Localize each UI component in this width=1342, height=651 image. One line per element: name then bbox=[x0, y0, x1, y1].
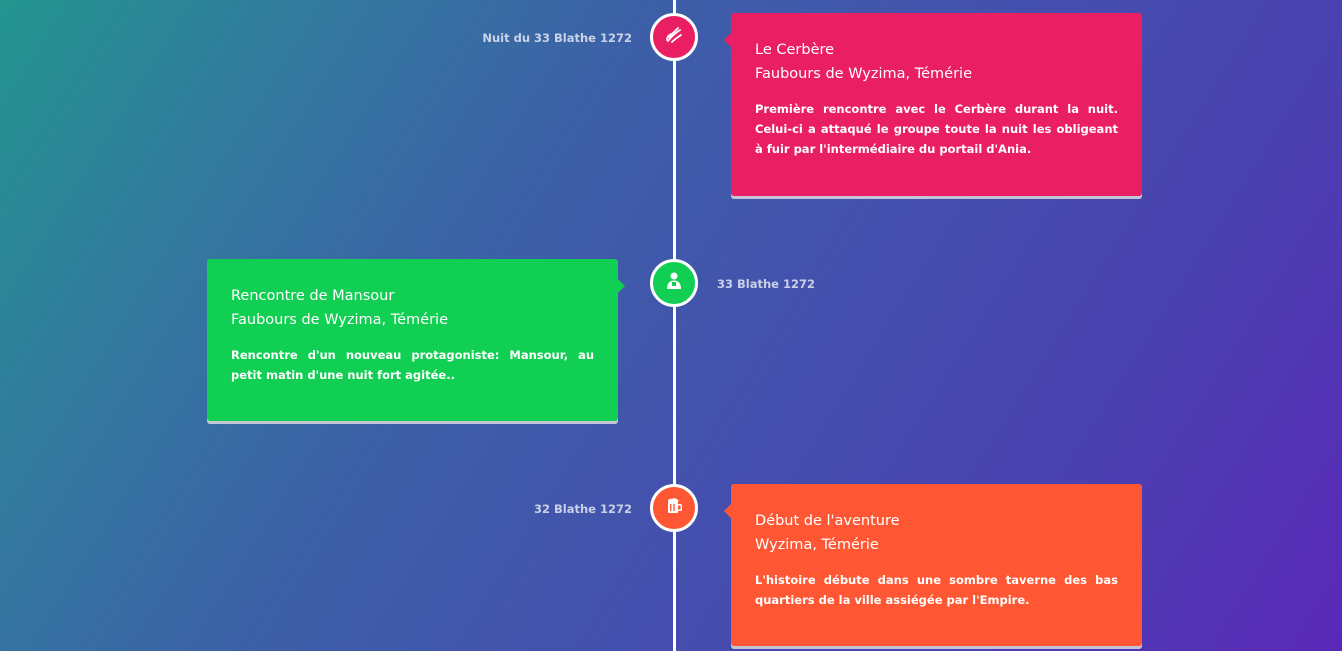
event-card[interactable]: Début de l'aventure Wyzima, Témérie L'hi… bbox=[724, 484, 1142, 646]
event-node[interactable] bbox=[650, 259, 698, 307]
beer-mug-icon bbox=[664, 496, 684, 521]
event-place: Faubours de Wyzima, Témérie bbox=[231, 312, 449, 328]
timeline-line bbox=[673, 0, 676, 651]
event-date: 32 Blathe 1272 bbox=[534, 502, 632, 516]
event-date: 33 Blathe 1272 bbox=[717, 277, 815, 291]
event-card[interactable]: Le Cerbère Faubours de Wyzima, Témérie P… bbox=[724, 13, 1142, 196]
event-node[interactable] bbox=[650, 484, 698, 532]
card-arrow bbox=[724, 504, 731, 518]
event-description: Première rencontre avec le Cerbère duran… bbox=[755, 102, 1118, 156]
event-description: Rencontre d'un nouveau protagoniste: Man… bbox=[231, 348, 594, 382]
card-arrow bbox=[724, 33, 731, 47]
event-date: Nuit du 33 Blathe 1272 bbox=[482, 31, 632, 45]
event-title: Rencontre de Mansour bbox=[231, 288, 395, 304]
event-title: Début de l'aventure bbox=[755, 513, 900, 529]
event-title: Le Cerbère bbox=[755, 42, 835, 58]
card-arrow bbox=[618, 279, 625, 293]
event-node[interactable] bbox=[650, 13, 698, 61]
person-icon bbox=[664, 271, 684, 296]
event-card[interactable]: Rencontre de Mansour Faubours de Wyzima,… bbox=[207, 259, 625, 421]
event-place: Faubours de Wyzima, Témérie bbox=[755, 66, 973, 82]
event-place: Wyzima, Témérie bbox=[755, 537, 879, 553]
event-description: L'histoire débute dans une sombre tavern… bbox=[755, 573, 1118, 607]
claw-icon bbox=[664, 25, 684, 50]
